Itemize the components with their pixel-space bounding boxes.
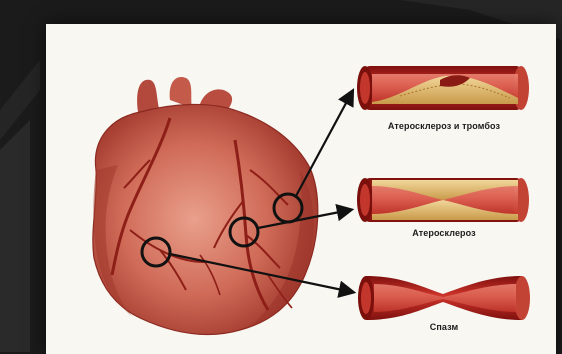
label-atherosclerosis: Атеросклероз [360,228,528,238]
heart-illustration [93,77,318,334]
vessel-atherosclerosis [357,178,529,222]
vessel-spasm [358,276,530,320]
label-spasm: Спазм [360,322,528,332]
arrow-to-vessel-1 [296,92,352,196]
vessel-atherosclerosis-thrombosis [357,66,529,110]
label-atherosclerosis-thrombosis: Атеросклероз и тромбоз [360,121,528,131]
